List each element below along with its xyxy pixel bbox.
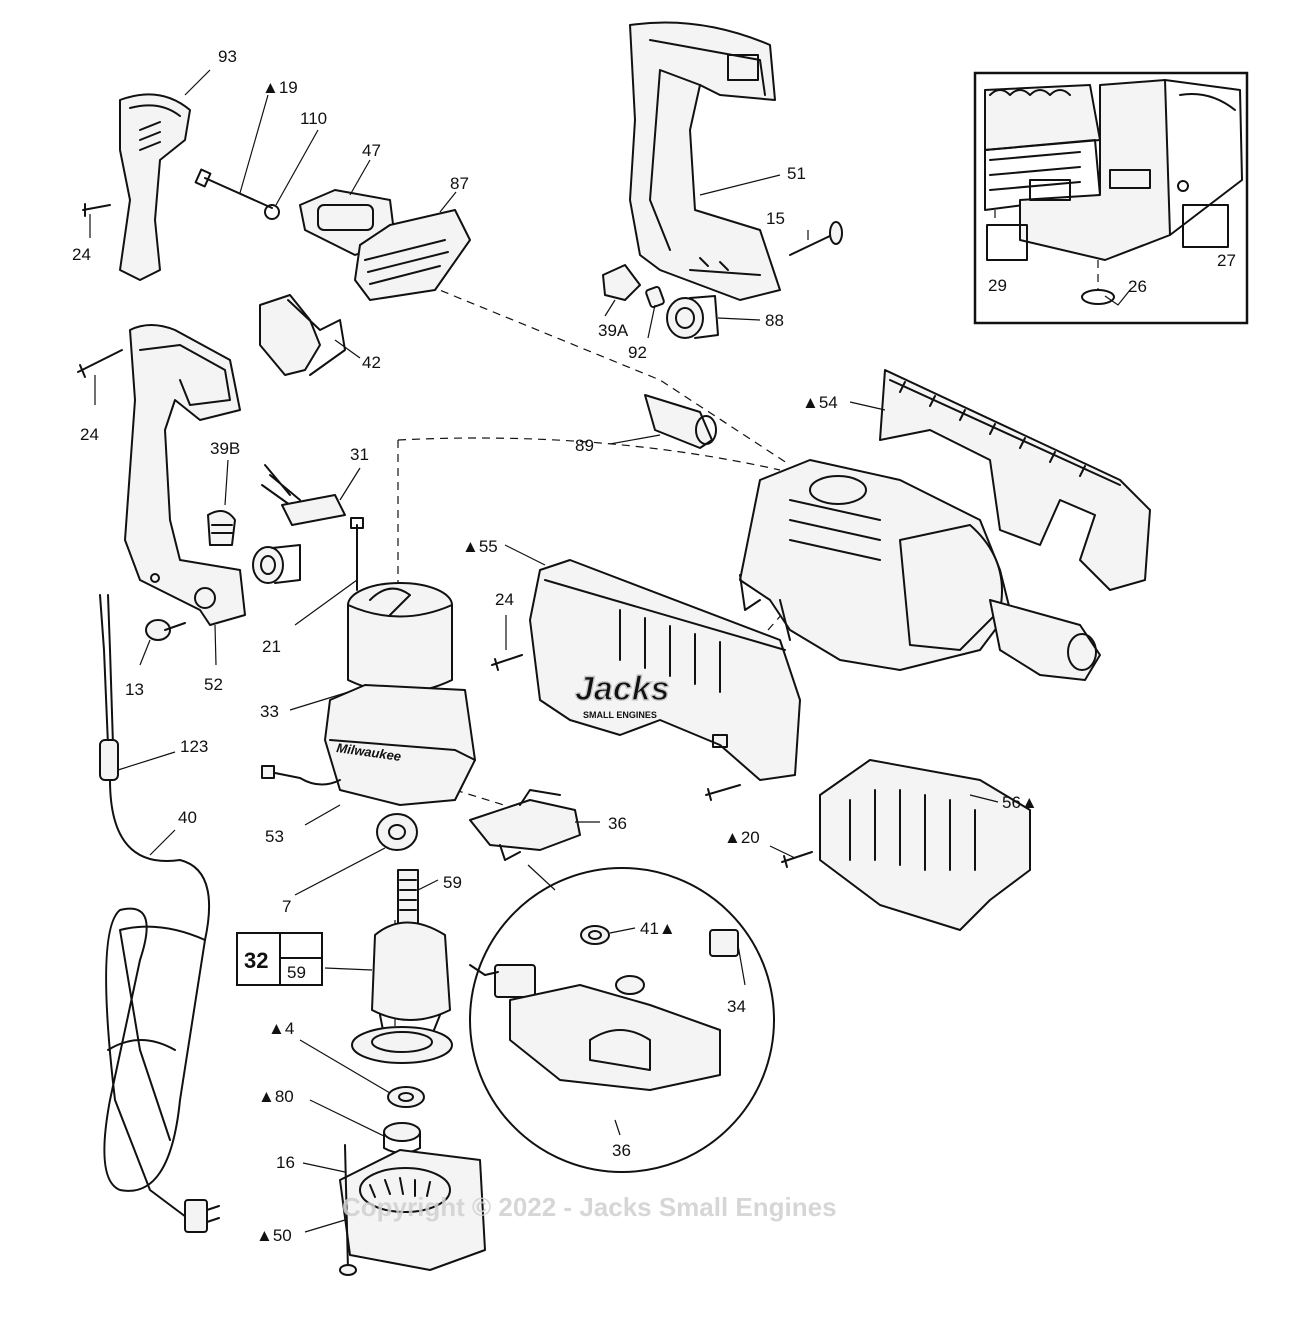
part-36-brush-holder: 36 bbox=[469, 789, 627, 861]
callout-93: 93 bbox=[218, 47, 237, 66]
callout-123: 123 bbox=[180, 737, 208, 756]
callout-92: 92 bbox=[628, 343, 647, 362]
callout-36-top: 36 bbox=[608, 814, 627, 833]
callout-24-top: 24 bbox=[72, 245, 91, 264]
callout-56: 56▲ bbox=[1002, 793, 1038, 812]
part-21-screw: 21 bbox=[262, 517, 364, 656]
callout-24-right: 24 bbox=[495, 590, 514, 609]
callout-34: 34 bbox=[727, 997, 746, 1016]
callout-59: 59 bbox=[443, 873, 462, 892]
part-7-bearing: 7 bbox=[282, 813, 418, 916]
part-56-bumper: 56▲ bbox=[819, 759, 1038, 931]
ref-box-32: 32 bbox=[244, 948, 268, 973]
part-4-bearing: ▲4 bbox=[268, 1019, 425, 1108]
part-50-end-cap: 16 ▲50 bbox=[256, 1144, 486, 1276]
brush-detail-circle: 41▲ 34 36 bbox=[469, 864, 775, 1173]
part-40-power-cord: 123 40 bbox=[99, 594, 220, 1233]
part-93-handle-half: 93 bbox=[119, 47, 237, 281]
part-52-rear-handle: 52 bbox=[124, 324, 246, 694]
callout-20: ▲20 bbox=[724, 828, 760, 847]
callout-39b: 39B bbox=[210, 439, 240, 458]
part-15-screw: 15 bbox=[766, 209, 843, 256]
callout-40: 40 bbox=[178, 808, 197, 827]
part-24-screw-top: 24 bbox=[72, 203, 111, 264]
part-87-bumper: 87 bbox=[354, 174, 471, 301]
part-92-pin: 92 bbox=[628, 285, 665, 362]
callout-54: ▲54 bbox=[802, 393, 838, 412]
callout-26: 26 bbox=[1128, 277, 1147, 296]
part-53-motor-housing: Milwaukee 53 bbox=[261, 684, 476, 846]
callout-16: 16 bbox=[276, 1153, 295, 1172]
callout-41: 41▲ bbox=[640, 919, 676, 938]
main-gear-housing bbox=[739, 459, 1101, 681]
watermark-logo: Jacks SMALL ENGINES bbox=[574, 669, 670, 720]
svg-text:Jacks: Jacks bbox=[575, 670, 670, 708]
part-110-washer: 110 bbox=[264, 109, 327, 220]
reference-box: 32 59 bbox=[236, 932, 323, 986]
callout-80: ▲80 bbox=[258, 1087, 294, 1106]
callout-50: ▲50 bbox=[256, 1226, 292, 1245]
label-inset: 29 26 27 bbox=[973, 71, 1249, 325]
callout-42: 42 bbox=[362, 353, 381, 372]
callout-47: 47 bbox=[362, 141, 381, 160]
callout-51: 51 bbox=[787, 164, 806, 183]
part-39a-clamp: 39A bbox=[598, 264, 641, 340]
ref-box-59: 59 bbox=[287, 963, 306, 982]
callout-13: 13 bbox=[125, 680, 144, 699]
callout-21: 21 bbox=[262, 637, 281, 656]
callout-29: 29 bbox=[988, 276, 1007, 295]
part-13-screw: 13 bbox=[125, 619, 186, 699]
callout-31: 31 bbox=[350, 445, 369, 464]
callout-55: ▲55 bbox=[462, 537, 498, 556]
part-39b-strain-relief: 39B bbox=[207, 439, 240, 546]
callout-110: 110 bbox=[300, 109, 327, 128]
part-54-cover: ▲54 bbox=[802, 369, 1151, 591]
part-24-screw-mid: 24 bbox=[77, 349, 123, 444]
callout-19: ▲19 bbox=[262, 78, 298, 97]
part-19-long-screw: ▲19 bbox=[194, 78, 298, 209]
svg-text:SMALL ENGINES: SMALL ENGINES bbox=[583, 710, 657, 720]
callout-39a: 39A bbox=[598, 321, 629, 340]
callout-33: 33 bbox=[260, 702, 279, 721]
part-42-switch: 42 bbox=[259, 294, 381, 376]
part-31-wire-clip: 31 bbox=[261, 445, 369, 526]
copyright-watermark: Copyright © 2022 - Jacks Small Engines bbox=[342, 1192, 837, 1222]
part-59-armature: 59 bbox=[324, 869, 462, 1064]
callout-24-mid: 24 bbox=[80, 425, 99, 444]
callout-15: 15 bbox=[766, 209, 785, 228]
callout-89: 89 bbox=[575, 436, 594, 455]
part-24-screw-right: 24 bbox=[491, 590, 523, 671]
callout-36-bottom: 36 bbox=[612, 1141, 631, 1160]
callout-7: 7 bbox=[282, 897, 291, 916]
callout-52: 52 bbox=[204, 675, 223, 694]
part-51-handle: 51 bbox=[629, 21, 806, 301]
callout-53: 53 bbox=[265, 827, 284, 846]
callout-27: 27 bbox=[1217, 251, 1236, 270]
part-screw-55 bbox=[705, 784, 741, 801]
part-55-cover: ▲55 bbox=[462, 537, 801, 781]
part-bushing bbox=[252, 544, 301, 584]
callout-87: 87 bbox=[450, 174, 469, 193]
part-20-screw: ▲20 bbox=[724, 828, 813, 868]
part-89-bushing: 89 bbox=[575, 394, 717, 455]
callout-88: 88 bbox=[765, 311, 784, 330]
callout-4: ▲4 bbox=[268, 1019, 294, 1038]
part-88-sleeve: 88 bbox=[666, 295, 784, 339]
